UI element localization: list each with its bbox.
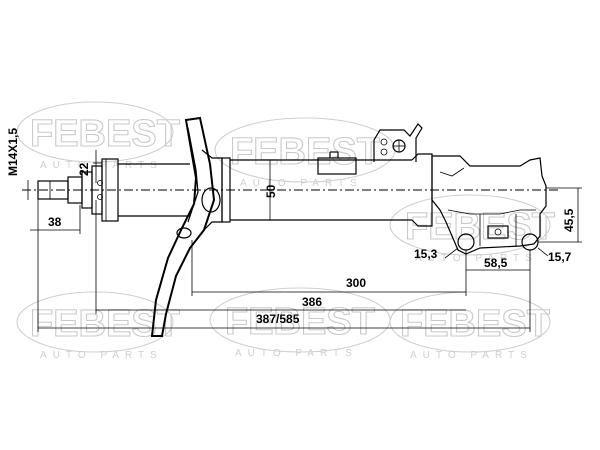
dim-rod-length: 22 (77, 162, 91, 176)
dim-length-386: 386 (302, 295, 322, 309)
dimensions: M14X1,5 22 38 50 300 386 387/585 45 (6, 128, 582, 332)
watermark-tagline: AUTO PARTS (235, 348, 358, 359)
watermark-tagline: AUTO PARTS (240, 178, 363, 189)
piston-rod (37, 158, 190, 222)
watermark-tagline: AUTO PARTS (415, 253, 538, 264)
watermark-bottom-right: FEBEST AUTO PARTS (389, 291, 551, 361)
top-mount-plate (101, 158, 119, 222)
spring-seat-plate (150, 116, 216, 337)
watermark-top-right: FEBEST AUTO PARTS (214, 117, 396, 189)
dim-length-min-max: 387/585 (256, 312, 300, 326)
spring-seat (150, 116, 221, 337)
watermark-brand: FEBEST (225, 301, 375, 343)
watermark-brand: FEBEST (400, 303, 550, 345)
dim-body-diameter: 50 (264, 184, 278, 198)
dim-length-300: 300 (346, 276, 366, 290)
dim-bracket-height: 45,5 (562, 208, 576, 232)
watermark-tagline: AUTO PARTS (40, 350, 163, 361)
seat-bump (201, 187, 221, 213)
abs-bracket (373, 123, 423, 162)
body-ring (221, 157, 231, 223)
watermark-bottom-mid: FEBEST AUTO PARTS (209, 287, 391, 359)
bracket-lug (487, 225, 509, 239)
watermark-brand: FEBEST (30, 303, 180, 345)
watermark-top-left: FEBEST AUTO PARTS (16, 101, 180, 171)
knuckle-outline (431, 155, 547, 255)
watermark-tagline: AUTO PARTS (410, 350, 533, 361)
dim-rod-offset: 38 (48, 215, 62, 229)
watermark-brand: FEBEST (230, 131, 380, 173)
dim-hole-left: 15,3 (414, 247, 438, 261)
watermark-brand: FEBEST (30, 113, 180, 155)
dim-hole-spacing: 58,5 (484, 256, 508, 270)
hose-bracket (317, 157, 357, 175)
dim-thread: M14X1,5 (6, 128, 20, 176)
dim-hole-right: 15,7 (548, 250, 572, 264)
